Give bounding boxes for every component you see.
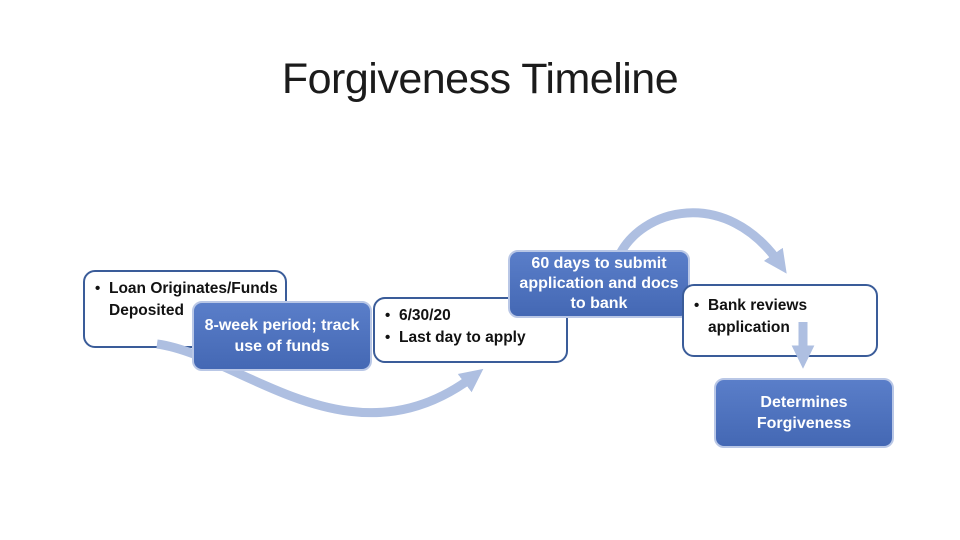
curved-arrow-top-icon xyxy=(613,208,787,274)
phase-text-line: to bank xyxy=(570,295,628,312)
milestone-text-line: application xyxy=(708,319,790,336)
milestone-box-bank-review: • Bank reviews application xyxy=(682,284,878,357)
phase-box-sixty-days-submit: 60 days to submit application and docs t… xyxy=(508,250,690,318)
bullet-icon: • xyxy=(385,329,391,346)
slide-title: Forgiveness Timeline xyxy=(281,55,679,103)
milestone-text-line: 6/30/20 xyxy=(399,307,451,324)
phase-text-line: use of funds xyxy=(234,338,330,355)
phase-text-line: 60 days to submit xyxy=(531,255,667,272)
phase-box-determines-forgiveness: Determines Forgiveness xyxy=(714,378,894,448)
bullet-icon: • xyxy=(694,297,700,314)
bullet-item: • Loan Originates/Funds Deposited xyxy=(95,278,279,322)
phase-text-line: 8-week period; track xyxy=(204,317,360,334)
curved-arrow-bottom-icon xyxy=(156,339,484,418)
bullet-icon: • xyxy=(385,307,391,324)
bullet-item: • 6/30/20 xyxy=(385,305,560,327)
phase-text-line: Forgiveness xyxy=(756,415,852,432)
bullet-item: • Last day to apply xyxy=(385,327,560,349)
milestone-text-line: Last day to apply xyxy=(399,329,526,346)
phase-text-line: application and docs xyxy=(519,275,679,292)
bullet-icon: • xyxy=(95,280,101,297)
bullet-item: • Bank reviews application xyxy=(694,295,870,339)
milestone-text-line: Bank reviews xyxy=(708,297,808,314)
milestone-text-line: Deposited xyxy=(109,302,184,319)
milestone-text-line: Loan Originates/Funds xyxy=(109,280,278,297)
phase-box-eight-week-period: 8-week period; track use of funds xyxy=(192,301,372,371)
phase-text-line: Determines xyxy=(760,394,848,411)
